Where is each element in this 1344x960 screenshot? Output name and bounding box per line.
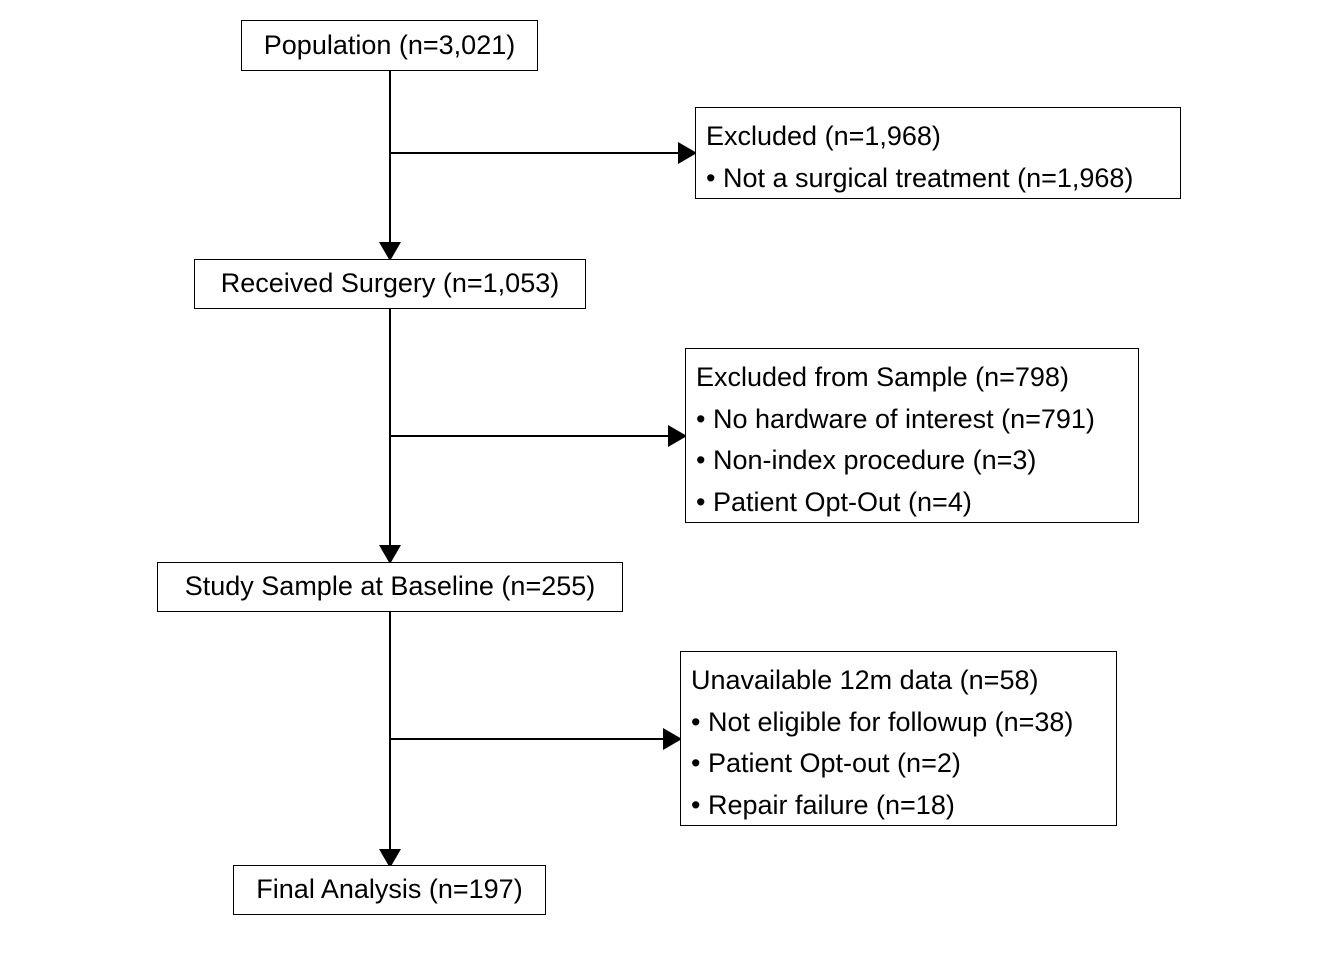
arrowhead-right-3 xyxy=(663,728,682,750)
received-surgery-box: Received Surgery (n=1,053) xyxy=(194,259,586,309)
exclusion-3-item: • Not eligible for followup (n=38) xyxy=(691,706,1074,737)
study-sample-label: Study Sample at Baseline (n=255) xyxy=(184,571,596,602)
final-analysis-box: Final Analysis (n=197) xyxy=(233,865,546,915)
exclusion-2-item: • No hardware of interest (n=791) xyxy=(696,403,1095,434)
exclusion-box-2: Excluded from Sample (n=798) • No hardwa… xyxy=(685,348,1139,523)
arrowhead-right-2 xyxy=(668,425,687,447)
exclusion-box-3: Unavailable 12m data (n=58) • Not eligib… xyxy=(680,651,1117,826)
exclusion-3-item: • Patient Opt-out (n=2) xyxy=(691,748,961,778)
arrowhead-right-1 xyxy=(678,142,697,164)
exclusion-1-item: • Not a surgical treatment (n=1,968) xyxy=(706,162,1134,193)
exclusion-2-title: Excluded from Sample (n=798) xyxy=(696,362,1069,392)
population-box: Population (n=3,021) xyxy=(241,20,538,71)
arrowhead-down-3 xyxy=(379,849,401,868)
arrowhead-down-2 xyxy=(379,545,401,564)
population-label: Population (n=3,021) xyxy=(263,29,516,60)
final-analysis-label: Final Analysis (n=197) xyxy=(256,874,523,905)
exclusion-2-item: • Patient Opt-Out (n=4) xyxy=(696,486,972,517)
exclusion-1-title: Excluded (n=1,968) xyxy=(706,121,941,151)
study-sample-box: Study Sample at Baseline (n=255) xyxy=(157,562,623,612)
exclusion-box-1: Excluded (n=1,968) • Not a surgical trea… xyxy=(695,107,1181,199)
received-surgery-label: Received Surgery (n=1,053) xyxy=(220,268,560,299)
exclusion-2-item: • Non-index procedure (n=3) xyxy=(696,445,1037,475)
arrowhead-down-1 xyxy=(379,242,401,261)
exclusion-3-title: Unavailable 12m data (n=58) xyxy=(691,665,1039,695)
exclusion-3-item: • Repair failure (n=18) xyxy=(691,789,955,820)
